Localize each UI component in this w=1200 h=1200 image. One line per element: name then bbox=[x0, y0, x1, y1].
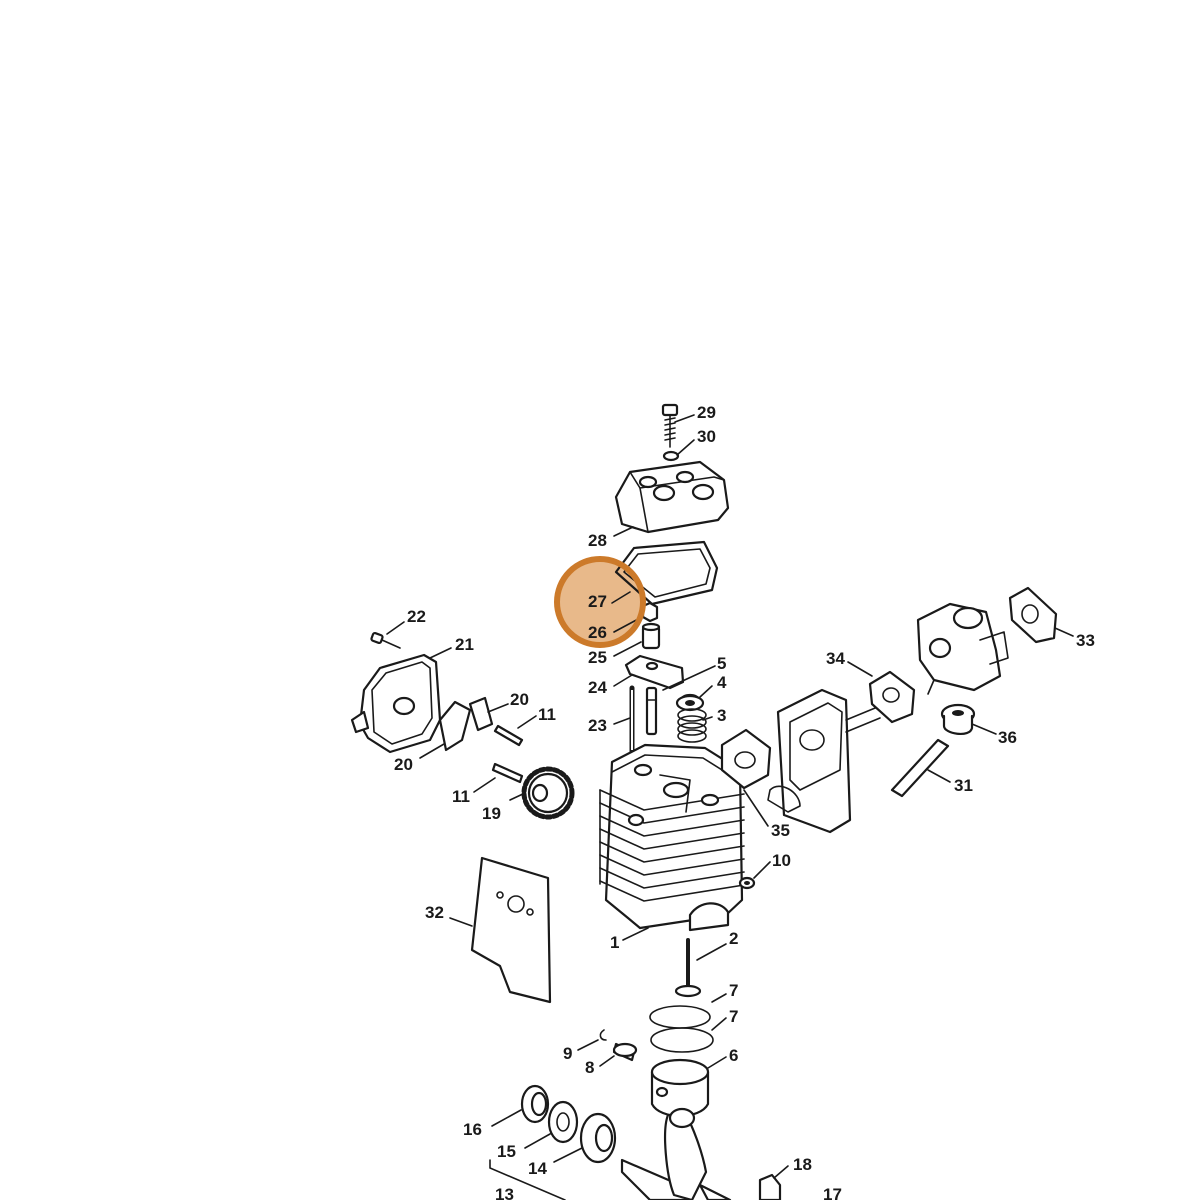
piston-pin-part-8[interactable] bbox=[612, 1042, 638, 1062]
label-part-20a[interactable]: 20 bbox=[510, 690, 529, 709]
label-part-22[interactable]: 22 bbox=[407, 607, 426, 626]
gear-part-15[interactable] bbox=[547, 1100, 579, 1144]
stud-part[interactable] bbox=[645, 686, 658, 736]
highlight-marker[interactable] bbox=[557, 559, 643, 645]
valve-part-2[interactable] bbox=[674, 938, 702, 998]
circlip-part-9[interactable] bbox=[599, 1029, 607, 1041]
gasket-plate-part-32[interactable] bbox=[470, 856, 552, 1004]
bearing-part-14[interactable] bbox=[579, 1112, 617, 1164]
label-part-28[interactable]: 28 bbox=[588, 531, 607, 550]
carburetor-part[interactable] bbox=[916, 602, 1009, 695]
piston-part-6[interactable] bbox=[650, 1058, 710, 1117]
label-part-24[interactable]: 24 bbox=[588, 678, 607, 697]
cylinder-part-1[interactable] bbox=[599, 743, 745, 932]
gear-cover-part-21[interactable] bbox=[350, 653, 442, 754]
label-part-3[interactable]: 3 bbox=[717, 706, 726, 725]
elbow-part-36[interactable] bbox=[940, 703, 976, 735]
crankshaft-part[interactable] bbox=[620, 1107, 732, 1200]
label-part-27[interactable]: 27 bbox=[588, 592, 607, 611]
label-part-33[interactable]: 33 bbox=[1076, 631, 1095, 650]
pin-part-11[interactable] bbox=[491, 724, 524, 784]
spring-retainer-part-4[interactable] bbox=[675, 694, 705, 712]
part-labels: 29 30 28 27 26 25 24 23 5 4 3 1 2 7 7 6 … bbox=[394, 403, 1095, 1200]
label-part-16[interactable]: 16 bbox=[463, 1120, 482, 1139]
label-part-19[interactable]: 19 bbox=[482, 804, 501, 823]
screw-part-22[interactable] bbox=[370, 631, 401, 649]
gear-part-19[interactable] bbox=[521, 766, 575, 820]
label-part-15[interactable]: 15 bbox=[497, 1142, 516, 1161]
label-part-18[interactable]: 18 bbox=[793, 1155, 812, 1174]
label-part-14[interactable]: 14 bbox=[528, 1159, 547, 1178]
highlight-ring bbox=[554, 556, 646, 648]
lever-part-20[interactable] bbox=[438, 696, 494, 752]
label-part-9[interactable]: 9 bbox=[563, 1044, 572, 1063]
block-part-18[interactable] bbox=[758, 1173, 782, 1200]
hose-part-31[interactable] bbox=[890, 738, 950, 798]
label-part-31[interactable]: 31 bbox=[954, 776, 973, 795]
label-part-13[interactable]: 13 bbox=[495, 1185, 514, 1200]
leader-lines bbox=[386, 414, 1074, 1200]
label-part-11a[interactable]: 11 bbox=[538, 705, 556, 724]
label-part-36[interactable]: 36 bbox=[998, 728, 1017, 747]
bearing-part-16[interactable] bbox=[520, 1084, 550, 1124]
washer-part-10[interactable] bbox=[738, 876, 756, 890]
label-part-10[interactable]: 10 bbox=[772, 851, 791, 870]
label-part-6[interactable]: 6 bbox=[729, 1046, 738, 1065]
rocker-arm-part-24[interactable] bbox=[624, 654, 685, 690]
label-part-2[interactable]: 2 bbox=[729, 929, 738, 948]
label-part-34[interactable]: 34 bbox=[826, 649, 845, 668]
label-part-35[interactable]: 35 bbox=[771, 821, 790, 840]
sleeve-part-25[interactable] bbox=[641, 622, 661, 650]
label-part-7b[interactable]: 7 bbox=[729, 1007, 738, 1026]
gasket-part-33[interactable] bbox=[1008, 586, 1058, 644]
label-part-32[interactable]: 32 bbox=[425, 903, 444, 922]
gasket-part-34[interactable] bbox=[868, 670, 916, 724]
label-part-1[interactable]: 1 bbox=[610, 933, 619, 952]
label-part-20b[interactable]: 20 bbox=[394, 755, 413, 774]
label-part-17[interactable]: 17 bbox=[823, 1185, 842, 1200]
label-part-26[interactable]: 26 bbox=[588, 623, 607, 642]
label-part-4[interactable]: 4 bbox=[717, 673, 727, 692]
piston-ring-part-7[interactable] bbox=[649, 1005, 714, 1053]
label-part-11b[interactable]: 11 bbox=[452, 787, 470, 806]
screw-part-29[interactable] bbox=[661, 403, 679, 448]
label-part-29[interactable]: 29 bbox=[697, 403, 716, 422]
label-part-30[interactable]: 30 bbox=[697, 427, 716, 446]
label-part-7a[interactable]: 7 bbox=[729, 981, 738, 1000]
label-part-8[interactable]: 8 bbox=[585, 1058, 594, 1077]
label-part-21[interactable]: 21 bbox=[455, 635, 474, 654]
valve-spring-part-3[interactable] bbox=[677, 708, 707, 743]
label-part-5[interactable]: 5 bbox=[717, 654, 726, 673]
valve-cover-part-28[interactable] bbox=[614, 460, 730, 534]
label-part-23[interactable]: 23 bbox=[588, 716, 607, 735]
label-part-25[interactable]: 25 bbox=[588, 648, 607, 667]
gasket-part-35[interactable] bbox=[720, 728, 772, 790]
washer-part-30[interactable] bbox=[662, 450, 680, 462]
intake-plate[interactable] bbox=[767, 688, 881, 834]
